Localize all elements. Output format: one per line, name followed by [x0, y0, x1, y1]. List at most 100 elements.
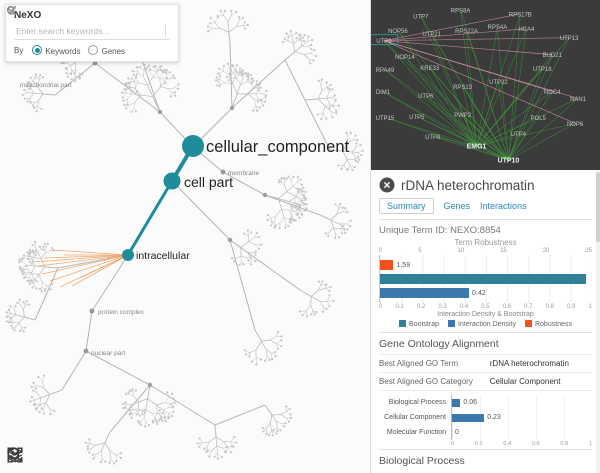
search-input[interactable]: [14, 25, 153, 37]
network-gene-label[interactable]: RPS4A: [488, 25, 508, 31]
tree-node[interactable]: [122, 249, 134, 261]
tab-genes[interactable]: Genes: [443, 201, 471, 211]
tree-minor-label[interactable]: nuclear part: [91, 350, 126, 357]
network-gene-label[interactable]: NAN1: [570, 97, 587, 103]
network-gene-label[interactable]: NOP56: [388, 29, 408, 35]
radio-icon[interactable]: [32, 45, 43, 55]
network-gene-label[interactable]: EMG1: [467, 144, 487, 151]
legend-item: Robustness: [524, 320, 572, 328]
network-gene-label[interactable]: PWP2: [454, 113, 472, 119]
layers-button[interactable]: [6, 446, 148, 468]
go-chart-bar: [452, 398, 461, 407]
network-gene-label[interactable]: POL5: [531, 116, 547, 122]
app-title: NeXO: [14, 10, 42, 21]
network-gene-label[interactable]: UTP8: [425, 135, 441, 141]
legend-swatch: [399, 320, 407, 327]
go-chart-row: Cellular Component 0.23: [379, 410, 592, 425]
network-gene-label[interactable]: NOP6: [567, 122, 584, 128]
axis-tick: 10: [457, 248, 465, 254]
scrollbar-thumb[interactable]: [596, 172, 600, 242]
axis-tick: 5: [418, 248, 422, 254]
legend-swatch: [448, 320, 455, 327]
go-chart-bar-area: 0.23: [451, 410, 592, 425]
network-gene-label[interactable]: UTP10: [498, 158, 520, 165]
network-gene-label[interactable]: UTP6: [418, 94, 434, 100]
axis-tick: 0: [379, 304, 383, 310]
network-gene-label[interactable]: UTP7: [413, 14, 429, 20]
go-chart-bar-area: 0: [451, 425, 592, 440]
bar-row-robustness: 1.59: [380, 260, 592, 270]
detail-scrollbar[interactable]: [596, 170, 600, 473]
go-chart-category: Molecular Function: [386, 429, 446, 436]
network-gene-label[interactable]: HCA4: [518, 27, 535, 33]
network-gene-label[interactable]: UTP5: [409, 115, 425, 121]
network-gene-label[interactable]: NOC4: [544, 90, 561, 96]
fit-to-screen-button[interactable]: [7, 446, 88, 468]
axis-tick: 0.6: [502, 304, 512, 310]
tab-interactions[interactable]: Interactions: [480, 201, 527, 211]
axis-tick: 0.5: [481, 304, 490, 310]
tree-minor-label[interactable]: protein complex: [98, 309, 145, 316]
axis-tick: 0.7: [524, 304, 533, 310]
tree-node[interactable]: [163, 172, 181, 190]
axis-tick: 0.6: [531, 441, 540, 447]
go-row-value: rDNA heterochromatin: [489, 359, 569, 368]
tree-node[interactable]: [182, 135, 204, 157]
network-gene-label[interactable]: RPA49: [376, 68, 395, 74]
network-gene-label[interactable]: NOP14: [395, 55, 415, 61]
network-gene-label[interactable]: UTP15: [376, 116, 395, 122]
axis-tick: 0.8: [545, 304, 554, 310]
go-row-value: Cellular Component: [489, 377, 561, 386]
tree-node-label[interactable]: intracellular: [136, 250, 190, 262]
network-gene-label[interactable]: UTP21: [422, 32, 441, 38]
bar: [380, 274, 586, 284]
term-id: Unique Term ID: NEXO:8854: [379, 225, 501, 236]
tree-minor-label[interactable]: membrane: [228, 170, 259, 177]
tree-node-label[interactable]: cellular_component: [206, 138, 350, 156]
collapse-button[interactable]: [9, 446, 118, 468]
search-by-label: By: [14, 46, 24, 55]
go-chart-value: 0.23: [487, 414, 501, 421]
network-gene-label[interactable]: RPS13: [453, 85, 473, 91]
search-mode-radios: Keywords Genes: [32, 45, 133, 56]
tree-node-label[interactable]: cell part: [184, 174, 233, 190]
bar-row-interaction-density: 0.42: [380, 288, 592, 298]
network-gene-label[interactable]: RPS22A: [455, 29, 478, 35]
network-gene-label[interactable]: UTP4: [511, 132, 527, 138]
axis-tick: 0.2: [474, 441, 483, 447]
go-row-label: Best Aligned GO Term: [379, 359, 458, 368]
radio-icon[interactable]: [88, 45, 99, 55]
radio-label: Genes: [101, 47, 126, 56]
network-gene-label[interactable]: UTP9: [376, 39, 392, 45]
go-alignment-heading: Gene Ontology Alignment: [379, 332, 592, 354]
network-gene-label[interactable]: BUD21: [543, 53, 563, 59]
network-gene-label[interactable]: UTP13: [560, 36, 579, 42]
tree-minor-label[interactable]: mitochondrial part: [20, 82, 72, 89]
network-gene-label[interactable]: DIM1: [376, 90, 391, 96]
search-mode-genes[interactable]: Genes: [88, 45, 126, 56]
tab-summary[interactable]: Summary: [379, 198, 434, 214]
go-chart-category: Cellular Component: [384, 414, 446, 421]
canvas-toolbar: [6, 446, 148, 468]
axis-tick: 0.8: [560, 441, 569, 447]
network-gene-label[interactable]: KRE33: [420, 66, 440, 72]
go-alignment-table: Best Aligned GO Term rDNA heterochromatin…: [379, 354, 592, 391]
network-gene-label[interactable]: RPS17B: [509, 12, 532, 18]
legend-item: Bootstrap: [399, 320, 439, 328]
zoom-out-button[interactable]: [7, 446, 58, 468]
network-gene-label[interactable]: UTP22: [489, 80, 508, 86]
close-button[interactable]: [379, 177, 395, 193]
network-gene-label[interactable]: RPS8A: [451, 8, 471, 14]
robustness-axis-label: Interaction Density & Bootstrap: [437, 311, 534, 318]
go-chart-bar: [452, 413, 485, 422]
network-gene-label[interactable]: UTP18: [533, 67, 552, 73]
search-mode-keywords[interactable]: Keywords: [32, 45, 80, 56]
